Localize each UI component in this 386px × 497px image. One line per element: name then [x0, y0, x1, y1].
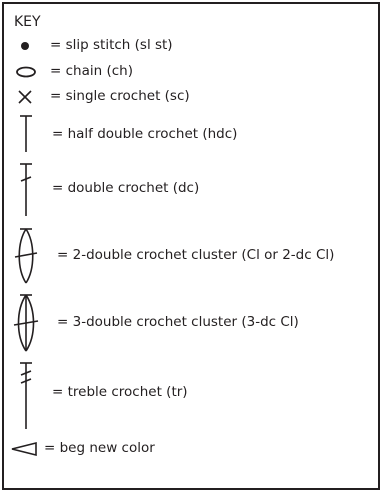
- half-double-crochet-icon: [20, 115, 32, 152]
- key-row-treble-crochet: = treble crochet (tr): [4, 361, 380, 431]
- key-label-begin-new-color: = beg new color: [44, 440, 155, 456]
- key-label-slip-stitch: = slip stitch (sl st): [50, 37, 173, 53]
- key-label-single-crochet: = single crochet (sc): [50, 88, 190, 104]
- two-dc-cluster-icon: [14, 228, 38, 284]
- key-title: KEY: [14, 14, 41, 30]
- key-row-half-double-crochet: = half double crochet (hdc): [4, 114, 380, 154]
- key-label-double-crochet: = double crochet (dc): [52, 180, 200, 196]
- key-row-single-crochet: = single crochet (sc): [4, 87, 380, 107]
- chain-oval-icon: [16, 66, 36, 78]
- key-row-three-dc-cluster: = 3-double crochet cluster (3-dc Cl): [4, 292, 380, 354]
- triangle-arrow-icon: [11, 441, 37, 457]
- key-row-begin-new-color: = beg new color: [4, 438, 380, 460]
- key-label-three-dc-cluster: = 3-double crochet cluster (3-dc Cl): [57, 314, 299, 330]
- three-dc-cluster-icon: [13, 294, 39, 352]
- key-label-half-double-crochet: = half double crochet (hdc): [52, 126, 238, 142]
- key-row-slip-stitch: = slip stitch (sl st): [4, 36, 380, 56]
- slip-stitch-dot-icon: [21, 42, 29, 50]
- key-label-chain: = chain (ch): [50, 63, 133, 79]
- key-row-chain: = chain (ch): [4, 62, 380, 82]
- single-crochet-x-icon: [18, 90, 32, 104]
- key-row-two-dc-cluster: = 2-double crochet cluster (Cl or 2-dc C…: [4, 226, 380, 286]
- treble-crochet-icon: [20, 362, 32, 429]
- key-row-double-crochet: = double crochet (dc): [4, 162, 380, 218]
- stitch-key-legend: KEY = slip stitch (sl st) = chain (ch) =…: [2, 2, 380, 490]
- key-label-two-dc-cluster: = 2-double crochet cluster (Cl or 2-dc C…: [57, 247, 335, 263]
- double-crochet-icon: [20, 163, 32, 216]
- key-label-treble-crochet: = treble crochet (tr): [52, 384, 188, 400]
